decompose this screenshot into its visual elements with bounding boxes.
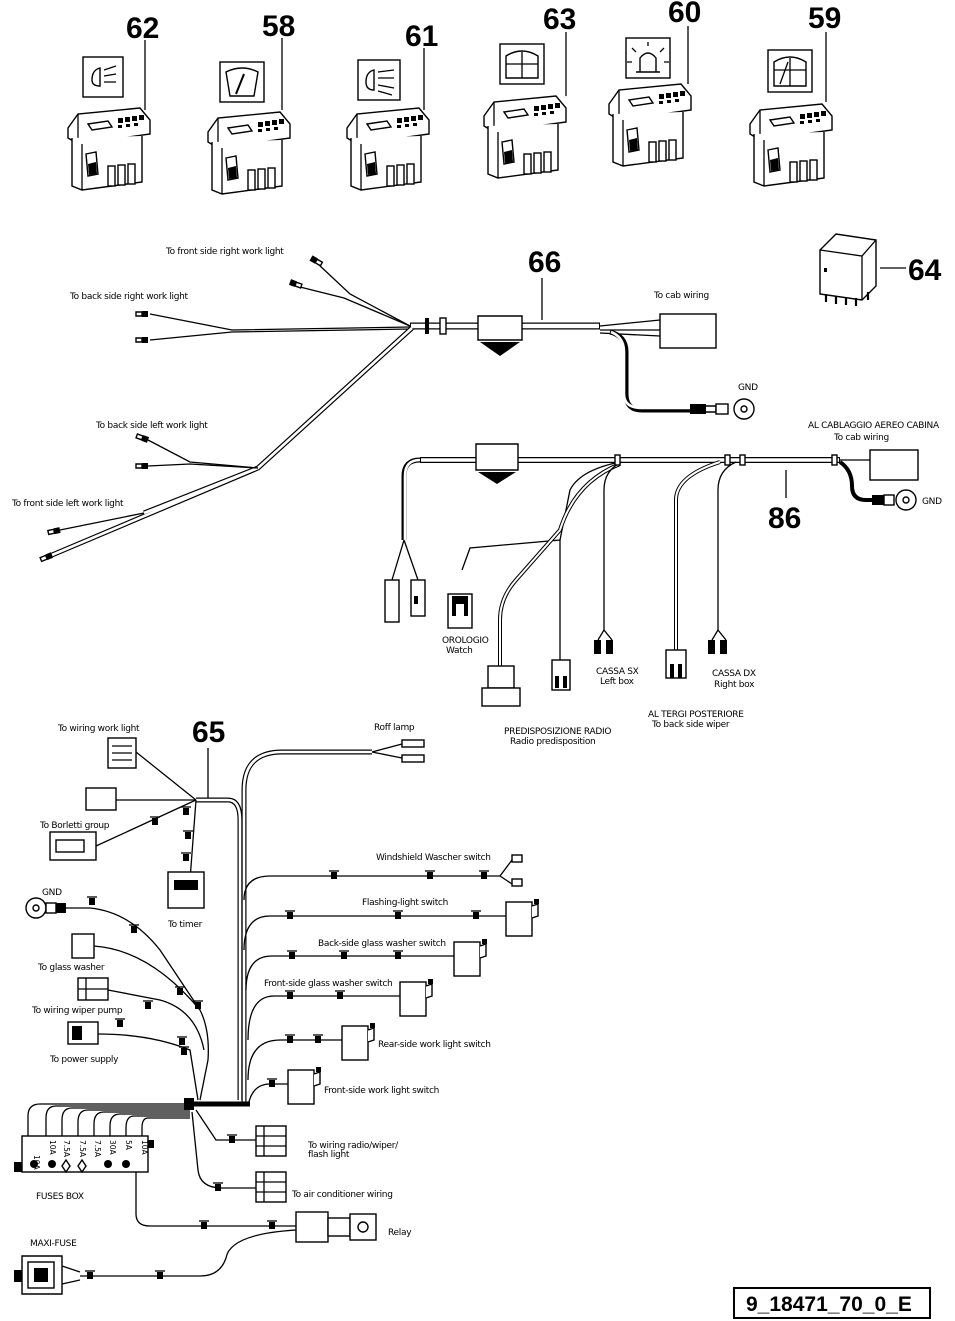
harness-number: 66 <box>528 246 561 279</box>
label-air-conditioner: To air conditioner wiring <box>291 1190 393 1200</box>
label-front-washer-switch: Front-side glass washer switch <box>264 979 392 989</box>
harness-number: 86 <box>768 502 801 535</box>
label-radio-en: Radio predisposition <box>510 737 595 747</box>
beacon-icon-glyph <box>627 42 669 73</box>
label-back-washer-switch: Back-side glass washer switch <box>318 939 446 949</box>
label-glass-washer: To glass washer <box>37 963 105 973</box>
label-back-left-work-light: To back side left work light <box>95 421 208 431</box>
fuse-labels: 10A 10A 7.5A 7.5A 7.5A 30A 5A 10A <box>32 1140 149 1171</box>
work-light-icon-glyph <box>91 65 117 87</box>
label-gnd: GND <box>42 888 62 898</box>
label-watch-en: Watch <box>446 646 473 656</box>
reference-box: 9_18471_70_0_E <box>733 1287 931 1319</box>
switch-number: 62 <box>126 12 159 45</box>
label-right-box-en: Right box <box>714 680 755 690</box>
harness-65: 65 <box>14 716 540 1295</box>
harness-number: 65 <box>192 716 225 749</box>
harness-86: 86 AL CABLAGGIO AEREO CABINA To cab wiri… <box>384 421 942 747</box>
switch-number: 63 <box>543 3 576 36</box>
switch-number: 59 <box>808 2 841 35</box>
switch-59: 59 <box>749 2 841 187</box>
harness-66: 66 To <box>11 246 758 563</box>
label-radio-it: PREDISPOSIZIONE RADIO <box>504 727 611 737</box>
fuse-label: 7.5A <box>62 1140 71 1158</box>
relay-64: 64 <box>819 233 942 306</box>
switch-number: 61 <box>405 20 438 53</box>
label-wiper-it: AL TERGI POSTERIORE <box>648 710 744 720</box>
label-flash-light: flash light <box>308 1150 350 1160</box>
label-watch-it: OROLOGIO <box>442 636 489 646</box>
label-maxi-fuse: MAXI-FUSE <box>30 1239 77 1249</box>
label-rear-work-switch: Rear-side work light switch <box>378 1040 491 1050</box>
label-right-box-it: CASSA DX <box>712 669 756 679</box>
switch-60: 60 <box>608 0 701 167</box>
fuse-label: 7.5A <box>78 1140 87 1158</box>
label-left-box-en: Left box <box>600 677 635 687</box>
label-borletti: To Borletti group <box>39 821 110 831</box>
wiper-icon-glyph <box>225 67 259 97</box>
label-cab-wiring: To cab wiring <box>653 291 709 301</box>
reference-code: 9_18471_70_0_E <box>746 1293 912 1316</box>
label-cab-it: AL CABLAGGIO AEREO CABINA <box>808 421 940 431</box>
rear-wiper-window-icon-glyph <box>773 56 807 87</box>
switch-58: 58 <box>207 10 295 195</box>
switch-62: 62 <box>67 12 159 191</box>
label-front-work-switch: Front-side work light switch <box>324 1086 439 1096</box>
label-gnd: GND <box>738 383 758 393</box>
switch-number: 60 <box>668 0 701 29</box>
label-front-right-work-light: To front side right work light <box>165 247 284 257</box>
switch-61: 61 <box>346 20 438 191</box>
fuse-label: 10A <box>140 1140 149 1156</box>
label-cab-en: To cab wiring <box>833 433 889 443</box>
relay-number: 64 <box>908 254 942 287</box>
rear-window-icon-glyph <box>505 50 539 79</box>
label-fuses-box: FUSES BOX <box>36 1192 84 1202</box>
work-light-icon <box>82 56 124 98</box>
fuse-label: 10A <box>32 1155 41 1171</box>
label-timer: To timer <box>167 920 203 930</box>
label-front-left-work-light: To front side left work light <box>11 499 124 509</box>
label-relay: Relay <box>388 1228 412 1238</box>
fuse-label: 30A <box>108 1140 117 1156</box>
fuse-label: 5A <box>124 1140 133 1151</box>
fuse-label: 7.5A <box>93 1140 102 1158</box>
label-flashing-switch: Flashing-light switch <box>362 898 448 908</box>
label-left-box-it: CASSA SX <box>596 667 639 677</box>
label-gnd: GND <box>922 497 942 507</box>
label-power-supply: To power supply <box>49 1055 119 1065</box>
label-wiring-work-light: To wiring work light <box>57 724 140 734</box>
label-back-right-work-light: To back side right work light <box>69 292 189 302</box>
work-light-beam-icon <box>357 59 401 101</box>
fuse-label: 10A <box>48 1140 57 1156</box>
label-windshield-switch: Windshield Wascher switch <box>376 853 491 863</box>
switch-63: 63 <box>483 3 576 179</box>
label-wiper-en: To back side wiper <box>651 720 730 730</box>
label-radio-wiper: To wiring radio/wiper/ <box>307 1141 399 1151</box>
label-wiper-pump: To wiring wiper pump <box>31 1006 123 1016</box>
work-light-beam-icon-glyph <box>365 69 395 96</box>
switch-number: 58 <box>262 10 295 43</box>
label-roof-lamp: Roff lamp <box>374 723 415 733</box>
